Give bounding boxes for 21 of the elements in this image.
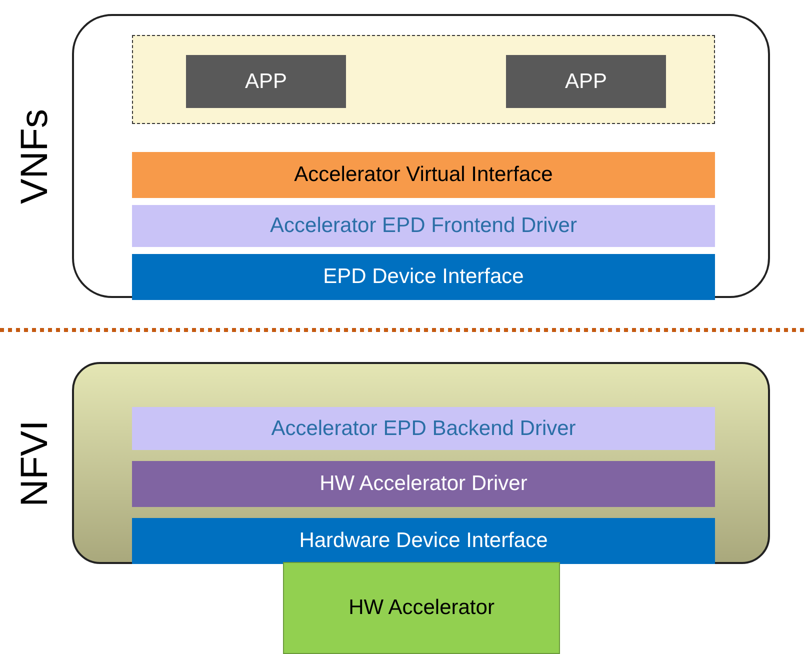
- layer-label: Accelerator Virtual Interface: [294, 163, 553, 187]
- app-box: [506, 55, 666, 108]
- layer-label: APP: [564, 70, 608, 94]
- layer-heading: VNFs: [14, 108, 56, 204]
- layer-label: HW Accelerator: [348, 596, 494, 620]
- layer-bar: [132, 407, 715, 450]
- layer-bar: [132, 461, 715, 507]
- layer-label: Accelerator EPD Frontend Driver: [270, 214, 577, 238]
- layer-heading: NFVI: [13, 420, 56, 506]
- layer-bar: [132, 254, 715, 300]
- layer-label: HW Accelerator Driver: [320, 472, 528, 496]
- layer-bar: [132, 205, 715, 247]
- component-box: [283, 562, 560, 654]
- layer-label: Accelerator EPD Backend Driver: [271, 416, 576, 440]
- layer-label: EPD Device Interface: [323, 265, 524, 289]
- layer-bar: [132, 518, 715, 564]
- app-box: [186, 55, 346, 108]
- layer-label: Hardware Device Interface: [299, 529, 548, 553]
- layer-bar: [132, 152, 715, 198]
- app-area: [132, 35, 715, 124]
- layer-label: APP: [244, 70, 288, 94]
